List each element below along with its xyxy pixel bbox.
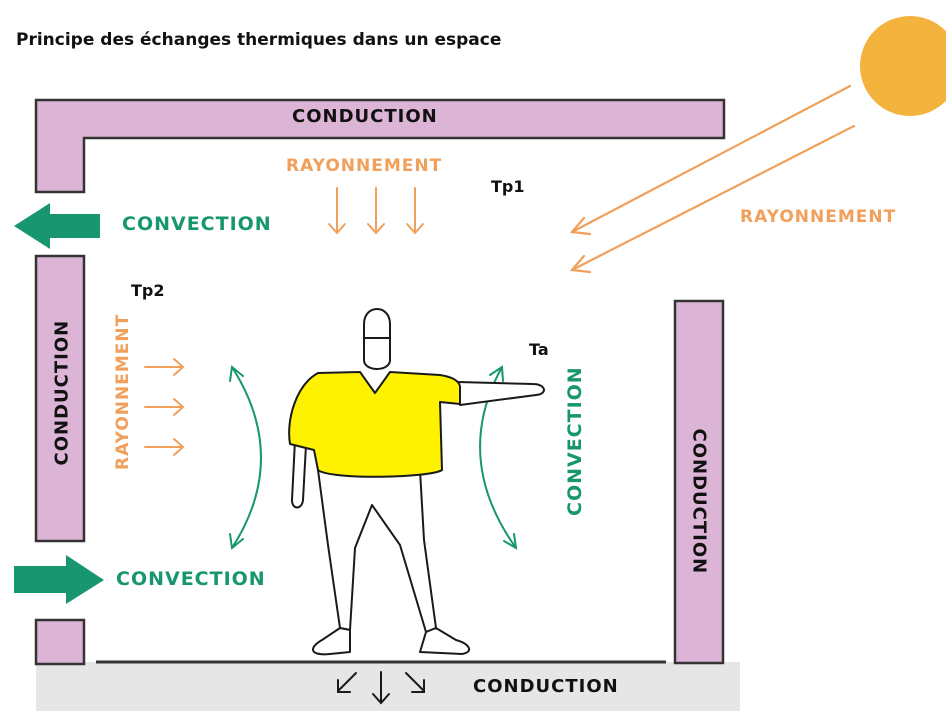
convection-label-bottom: CONVECTION (116, 568, 266, 590)
convection-label-right: CONVECTION (564, 366, 586, 516)
conduction-label-top: CONDUCTION (292, 106, 438, 127)
convection-loop-left (229, 365, 262, 550)
rayonnement-label-left: RAYONNEMENT (113, 313, 133, 470)
figure-right-arm (457, 381, 545, 406)
ceiling-radiation-arrows (328, 187, 424, 235)
tp2-label: Tp2 (131, 281, 165, 300)
wall-radiation-arrows (144, 358, 185, 456)
ta-label: Ta (529, 340, 549, 359)
wall-top-left (34, 98, 726, 194)
conduction-label-left: CONDUCTION (51, 319, 73, 466)
floor-conduction-arrows (337, 671, 425, 705)
wall-left-bottom (34, 618, 86, 666)
rayonnement-label-sun: RAYONNEMENT (740, 207, 897, 227)
page-title: Principe des échanges thermiques dans un… (16, 30, 502, 50)
convection-in-arrow (14, 555, 104, 604)
convection-out-arrow (14, 203, 100, 249)
wall-right (673, 299, 725, 665)
sun-radiation-arrows (569, 84, 856, 274)
human-figure (288, 308, 545, 656)
tp1-label: Tp1 (491, 177, 525, 196)
convection-label-top: CONVECTION (122, 213, 272, 235)
wall-left (34, 254, 86, 543)
figure-right-foot (419, 627, 471, 655)
figure-shirt (288, 371, 461, 478)
sun-icon (860, 16, 946, 116)
conduction-label-right: CONDUCTION (688, 428, 710, 575)
floor (36, 662, 740, 711)
figure-left-arm (291, 439, 307, 509)
conduction-label-floor: CONDUCTION (473, 676, 619, 697)
figure-head (363, 308, 391, 370)
figure-left-foot (312, 627, 351, 656)
figure-legs (317, 469, 437, 633)
rayonnement-label-top: RAYONNEMENT (286, 156, 443, 176)
